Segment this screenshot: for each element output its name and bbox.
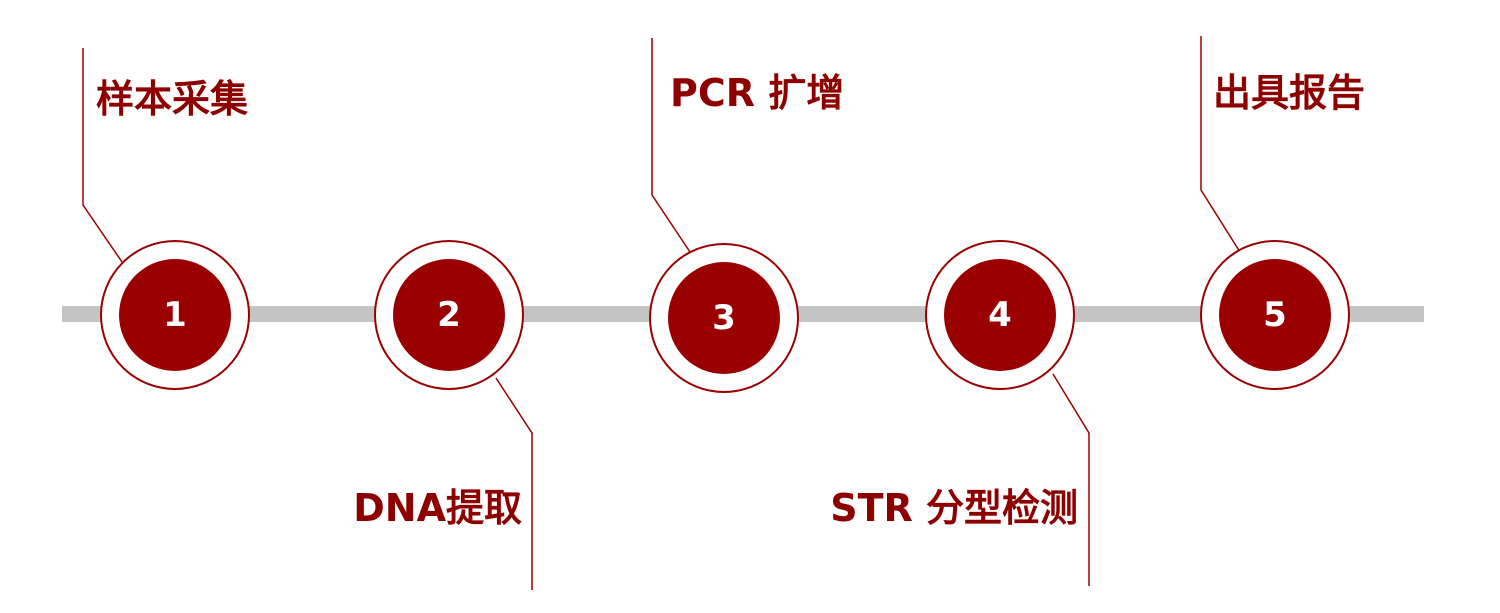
step-1: 1 [100, 240, 250, 390]
leader-line-4 [1052, 373, 1090, 586]
step-2-label: DNA提取 [353, 486, 522, 530]
leader-line-5 [1200, 36, 1241, 253]
leader-line-3 [651, 38, 691, 253]
step-5: 5 [1200, 240, 1350, 390]
step-1-label: 样本采集 [96, 77, 249, 121]
step-4-label: STR 分型检测 [830, 486, 1078, 530]
leader-line-1 [82, 48, 123, 263]
step-2: 2 [374, 240, 524, 390]
step-number: 5 [1219, 259, 1331, 371]
step-number: 3 [668, 262, 780, 374]
step-3: 3 [649, 243, 799, 393]
step-number: 4 [944, 259, 1056, 371]
step-number: 1 [119, 259, 231, 371]
step-3-label: PCR 扩增 [670, 71, 845, 115]
step-5-label: 出具报告 [1213, 71, 1366, 115]
step-number: 2 [393, 259, 505, 371]
leader-line-2 [495, 377, 533, 590]
step-4: 4 [925, 240, 1075, 390]
